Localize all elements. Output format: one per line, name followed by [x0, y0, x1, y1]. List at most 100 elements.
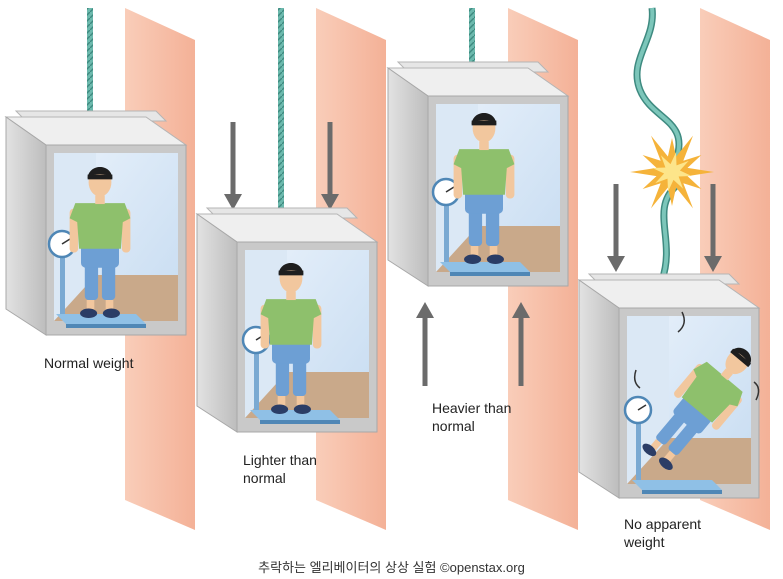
- scale-platform-edge: [642, 490, 722, 494]
- scale-platform: [440, 262, 530, 272]
- cabin-side-wall: [196, 213, 238, 433]
- person-hair: [730, 347, 751, 367]
- person-neck: [286, 291, 296, 301]
- motion-line: [677, 311, 685, 333]
- person-shin: [277, 396, 286, 406]
- person-shorts: [272, 339, 310, 364]
- person-leg: [656, 411, 687, 445]
- person-shoe: [642, 443, 657, 457]
- cabin-side-wall: [5, 116, 47, 336]
- arrow-head: [321, 194, 339, 210]
- person-neck: [95, 195, 105, 205]
- person-shin: [105, 300, 114, 310]
- person-shin: [86, 300, 95, 310]
- person-shin: [296, 396, 305, 406]
- down-arrow-icon: [607, 184, 625, 272]
- label-line: normal: [432, 418, 475, 434]
- person-shoe: [102, 308, 120, 319]
- label-no-apparent-weight: No apparent weight: [624, 515, 701, 551]
- scale-platform: [632, 480, 722, 490]
- person-shirt: [681, 361, 743, 423]
- up-arrow-icon: [416, 302, 434, 386]
- label-lighter-than-normal: Lighter than normal: [243, 451, 317, 487]
- person-leg: [468, 208, 483, 246]
- person-leg: [84, 262, 99, 300]
- person-shorts: [465, 189, 503, 214]
- arrow-head: [416, 302, 434, 318]
- scale-platform-edge: [66, 324, 146, 328]
- broken-cable-highlight: [635, 7, 681, 161]
- scale-post: [444, 202, 449, 262]
- label-line: weight: [624, 534, 665, 550]
- person-shoe: [464, 254, 482, 265]
- scale-post: [254, 350, 259, 410]
- motion-line: [633, 369, 641, 389]
- elevator-cabin-icon: [4, 110, 188, 336]
- scale-post: [636, 420, 641, 480]
- person-shirt: [453, 149, 515, 195]
- person-leg: [101, 262, 116, 300]
- elevator-cabin-icon: [386, 61, 570, 287]
- person-hair: [278, 263, 304, 275]
- person-hair: [471, 113, 497, 125]
- arrow-head: [704, 256, 722, 272]
- person-hair: [87, 167, 113, 179]
- person-hair-band: [730, 348, 752, 368]
- person-shirt: [69, 203, 131, 249]
- cable-icon: [469, 8, 475, 68]
- scale-platform: [56, 314, 146, 324]
- cabin-side-wall: [387, 67, 429, 287]
- scale-platform: [250, 410, 340, 420]
- person-hair-band: [278, 270, 304, 276]
- label-line: Normal weight: [44, 355, 134, 371]
- person-shin: [489, 246, 498, 256]
- cabin-floor: [627, 438, 751, 484]
- person-leg: [275, 358, 290, 396]
- person-icon: [69, 167, 131, 319]
- person-shoe: [80, 308, 98, 319]
- cable-icon: [87, 8, 93, 117]
- arrow-head: [607, 256, 625, 272]
- person-leg: [485, 208, 500, 246]
- person-shorts: [673, 396, 713, 434]
- elevator-cabin-icon: [195, 207, 379, 433]
- down-arrow-icon: [224, 122, 242, 210]
- person-shoe: [293, 404, 311, 415]
- person-shirt: [260, 299, 322, 345]
- label-line: No apparent: [624, 516, 702, 532]
- person-icon: [453, 113, 515, 265]
- arrow-head: [224, 194, 242, 210]
- cabin-side-wall: [578, 279, 620, 499]
- person-leg: [668, 422, 699, 455]
- person-leg: [292, 358, 307, 396]
- scale-needle: [61, 238, 71, 245]
- bathroom-scale-icon: [623, 395, 722, 494]
- explosion-core: [652, 152, 692, 192]
- arrow-head: [512, 302, 530, 318]
- person-icon: [642, 347, 752, 470]
- figure-caption: 추락하는 엘리베이터의 상상 실험 ©openstax.org: [258, 560, 525, 575]
- scale-platform-edge: [450, 272, 530, 276]
- person-shoe: [486, 254, 504, 265]
- label-line: Heavier than: [432, 400, 512, 416]
- label-heavier-than-normal: Heavier than normal: [432, 399, 511, 435]
- down-arrow-icon: [321, 122, 339, 210]
- scale-needle: [445, 186, 455, 193]
- person-shin: [470, 246, 479, 256]
- label-line: normal: [243, 470, 286, 486]
- scale-platform-edge: [260, 420, 340, 424]
- person-shoe: [659, 457, 673, 470]
- cable-icon: [278, 8, 284, 214]
- person-shorts: [81, 243, 119, 268]
- bathroom-scale-icon: [431, 177, 530, 276]
- person-hair-band: [471, 120, 497, 126]
- up-arrow-icon: [512, 302, 530, 386]
- person-neck: [720, 368, 733, 381]
- scale-needle: [637, 404, 647, 411]
- down-arrow-icon: [704, 184, 722, 272]
- motion-line: [753, 381, 760, 401]
- person-hair-band: [87, 174, 113, 180]
- person-icon: [260, 263, 322, 415]
